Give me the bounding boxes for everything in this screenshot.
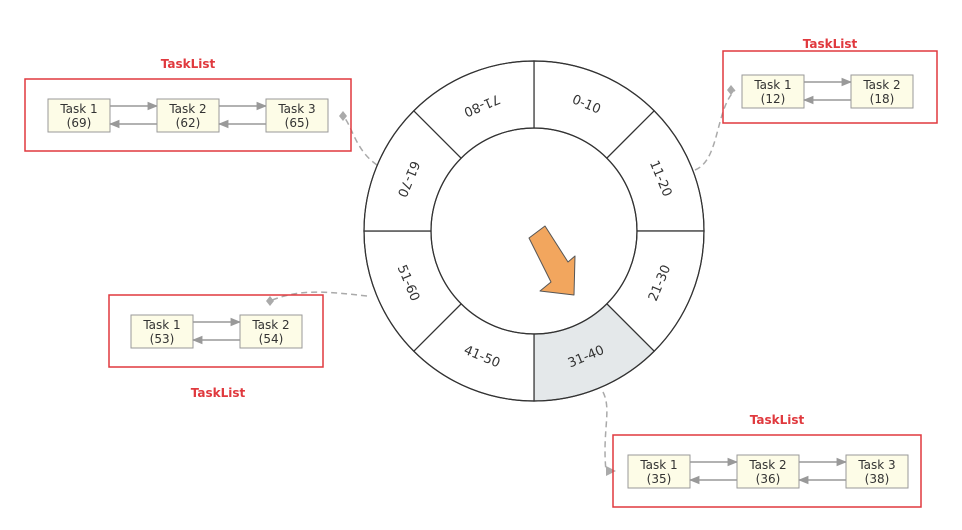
task-list-frame <box>722 50 938 124</box>
wheel-inner-ring <box>430 127 638 335</box>
task-label: Task 1 <box>59 102 97 116</box>
task-node: Task 2(18) <box>850 74 914 109</box>
connectors <box>266 85 736 476</box>
task-node: Task 3(38) <box>845 454 909 489</box>
task-value: (18) <box>870 92 895 106</box>
task-label: Task 1 <box>753 78 791 92</box>
task-node: Task 2(54) <box>239 314 303 349</box>
task-value: (38) <box>865 472 890 486</box>
task-box <box>47 98 111 133</box>
task-node: Task 1(69) <box>47 98 111 133</box>
task-box <box>741 74 805 109</box>
task-list-title: TaskList <box>803 37 858 51</box>
task-node: Task 3(65) <box>265 98 329 133</box>
diamond-endpoint-icon <box>339 111 347 121</box>
wheel-outer-ring <box>363 60 705 402</box>
task-box <box>130 314 194 349</box>
task-box <box>850 74 914 109</box>
task-value: (69) <box>67 116 92 130</box>
task-node: Task 1(35) <box>627 454 691 489</box>
task-label: Task 2 <box>748 458 786 472</box>
task-box <box>239 314 303 349</box>
task-list-title: TaskList <box>161 57 216 71</box>
task-list-51-60: TaskList Task 1(53) Task 2(54) <box>108 294 324 400</box>
task-box <box>736 454 800 489</box>
task-list-frame <box>108 294 324 368</box>
diamond-endpoint-icon <box>727 85 735 95</box>
task-node: Task 1(12) <box>741 74 805 109</box>
connector-arrowhead-icon <box>606 466 616 476</box>
task-label: Task 2 <box>251 318 289 332</box>
task-value: (54) <box>259 332 284 346</box>
task-value: (53) <box>150 332 175 346</box>
task-label: Task 3 <box>857 458 895 472</box>
task-list-title: TaskList <box>750 413 805 427</box>
connector-11-20 <box>694 89 736 171</box>
connector-31-40 <box>602 391 608 472</box>
arrow-icon <box>528 225 576 296</box>
task-node: Task 2(62) <box>156 98 220 133</box>
connector-61-70 <box>342 115 378 166</box>
task-label: Task 2 <box>168 102 206 116</box>
task-list-frame <box>24 78 352 152</box>
task-value: (36) <box>756 472 781 486</box>
task-label: Task 1 <box>142 318 180 332</box>
task-list-title: TaskList <box>191 386 246 400</box>
task-label: Task 1 <box>639 458 677 472</box>
task-value: (65) <box>285 116 310 130</box>
task-box <box>627 454 691 489</box>
task-list-frame <box>612 434 922 508</box>
task-label: Task 2 <box>862 78 900 92</box>
task-box <box>156 98 220 133</box>
task-value: (62) <box>176 116 201 130</box>
task-value: (35) <box>647 472 672 486</box>
task-node: Task 2(36) <box>736 454 800 489</box>
task-label: Task 3 <box>277 102 315 116</box>
diamond-endpoint-icon <box>266 296 274 306</box>
task-box <box>845 454 909 489</box>
task-value: (12) <box>761 92 786 106</box>
task-node: Task 1(53) <box>130 314 194 349</box>
task-box <box>265 98 329 133</box>
connector-51-60 <box>269 291 368 302</box>
